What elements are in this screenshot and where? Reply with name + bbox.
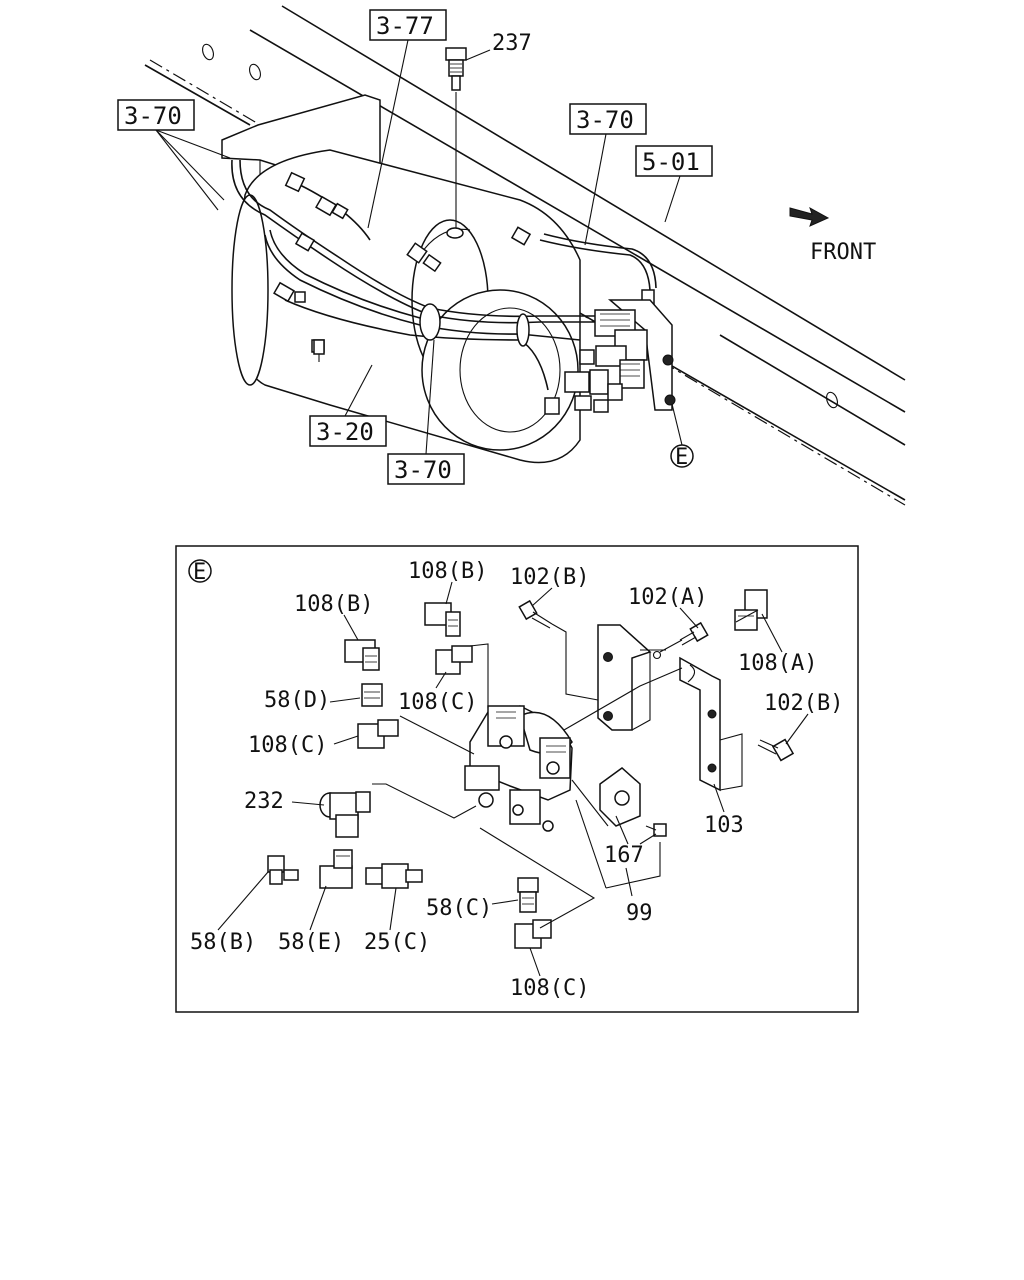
label-58c: 58(C) — [426, 896, 492, 921]
front-direction-label: FRONT — [810, 240, 876, 265]
detail-leader-lines — [217, 581, 809, 977]
label-167: 167 — [604, 843, 644, 868]
air-tank — [231, 149, 581, 464]
ref-3-70-left: 3-70 — [124, 102, 182, 130]
relay-valve-99 — [464, 705, 573, 832]
label-108c-mid: 108(C) — [398, 690, 477, 715]
elbow-108b-top — [424, 602, 461, 637]
label-108c-left: 108(C) — [248, 733, 327, 758]
label-58e: 58(E) — [278, 930, 344, 955]
fitting-237 — [445, 47, 467, 228]
relay-valve-assembly — [544, 299, 676, 415]
label-103: 103 — [704, 813, 744, 838]
label-25c: 25(C) — [364, 930, 430, 955]
detail-marker-e-top: E — [675, 445, 688, 470]
fitting-58c — [517, 877, 539, 913]
detail-connection-lines — [372, 609, 759, 929]
ref-5-01: 5-01 — [642, 148, 700, 176]
label-99: 99 — [626, 901, 653, 926]
fitting-167 — [599, 767, 641, 827]
label-237: 237 — [492, 31, 532, 56]
tee-232 — [319, 791, 371, 838]
switch-25c — [365, 863, 423, 889]
label-108b-left: 108(B) — [294, 592, 373, 617]
detail-labels: 108(B) 102(B) 108(B) 102(A) 108(A) 58(D)… — [190, 559, 843, 1001]
bracket-103 — [679, 656, 721, 792]
overview-illustration: FRONT — [117, 5, 906, 506]
elbow-108c-mid — [435, 645, 473, 675]
elbow-108a — [734, 589, 768, 631]
label-58b: 58(B) — [190, 930, 256, 955]
ref-3-20: 3-20 — [316, 418, 374, 446]
fitting-58e — [319, 849, 353, 889]
label-58d: 58(D) — [264, 688, 330, 713]
bolt-small — [645, 823, 667, 837]
elbow-108c-bottom — [514, 919, 552, 949]
detail-e-panel: E — [175, 545, 859, 1013]
label-232: 232 — [244, 789, 284, 814]
ref-3-70-right: 3-70 — [576, 106, 634, 134]
overview-callouts: 3-77 3-70 3-70 5-01 3-20 3-70 237 E — [117, 9, 713, 485]
elbow-108c-left — [357, 719, 399, 749]
bolt-102b-top — [518, 599, 553, 629]
label-108a: 108(A) — [738, 651, 817, 676]
ref-3-77: 3-77 — [376, 12, 434, 40]
label-102a: 102(A) — [628, 585, 707, 610]
ref-3-70-bottom: 3-70 — [394, 456, 452, 484]
fitting-58d — [361, 683, 383, 707]
fitting-58b — [267, 855, 299, 885]
label-108b-top: 108(B) — [408, 559, 487, 584]
front-arrow-icon — [789, 206, 830, 227]
label-102b-right: 102(B) — [764, 691, 843, 716]
label-102b-top: 102(B) — [510, 565, 589, 590]
detail-marker-e: E — [193, 560, 206, 585]
bolt-102b-right — [757, 738, 795, 762]
drain-valve — [313, 339, 325, 362]
elbow-108b-left — [344, 639, 380, 671]
label-108c-bottom: 108(C) — [510, 976, 589, 1001]
valve-bracket — [597, 624, 662, 731]
